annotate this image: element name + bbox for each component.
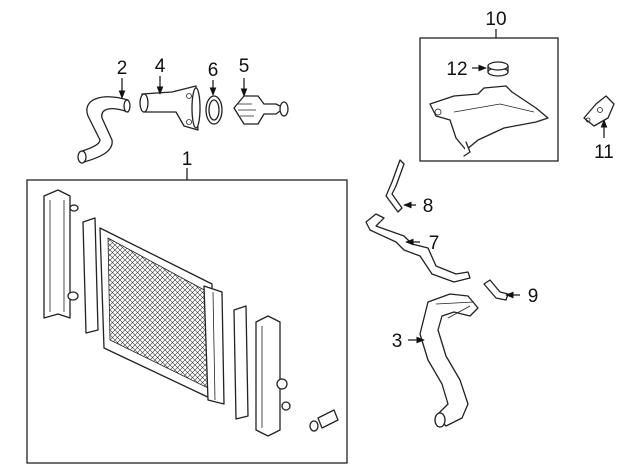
right-tank-seal bbox=[233, 305, 249, 420]
callout-8: 8 bbox=[423, 196, 434, 217]
upper-radiator-hose bbox=[77, 78, 131, 164]
callout-2: 2 bbox=[117, 58, 128, 79]
thermostat bbox=[233, 78, 289, 125]
reservoir-group-frame bbox=[419, 37, 559, 162]
callout-7: 7 bbox=[429, 233, 440, 254]
callout-5: 5 bbox=[239, 56, 250, 77]
small-hose bbox=[483, 279, 520, 301]
callout-labels: 2 4 6 5 1 10 12 11 8 7 9 3 bbox=[117, 9, 614, 352]
right-radiator-tank bbox=[255, 315, 291, 437]
callout-3: 3 bbox=[392, 331, 403, 352]
reservoir-cap bbox=[487, 61, 509, 77]
callout-1: 1 bbox=[182, 149, 193, 170]
left-radiator-tank bbox=[43, 189, 79, 319]
water-inlet-housing bbox=[139, 76, 201, 131]
drain-plug bbox=[309, 409, 339, 432]
radiator-core bbox=[99, 227, 225, 405]
callout-11: 11 bbox=[594, 142, 614, 163]
coolant-reservoir-tank bbox=[429, 85, 549, 151]
left-tank-seal bbox=[82, 217, 99, 334]
callout-12: 12 bbox=[446, 59, 467, 80]
radiator-assembly-group bbox=[26, 168, 348, 464]
lower-radiator-hose bbox=[408, 293, 479, 428]
overflow-hose bbox=[385, 159, 416, 213]
bypass-pipe bbox=[365, 213, 471, 283]
reservoir-group bbox=[419, 29, 559, 162]
callout-6: 6 bbox=[208, 60, 219, 81]
callout-9: 9 bbox=[528, 286, 539, 307]
callout-4: 4 bbox=[155, 56, 166, 77]
thermostat-gasket bbox=[205, 80, 223, 125]
reservoir-bracket bbox=[583, 95, 615, 138]
callout-10: 10 bbox=[485, 9, 506, 30]
